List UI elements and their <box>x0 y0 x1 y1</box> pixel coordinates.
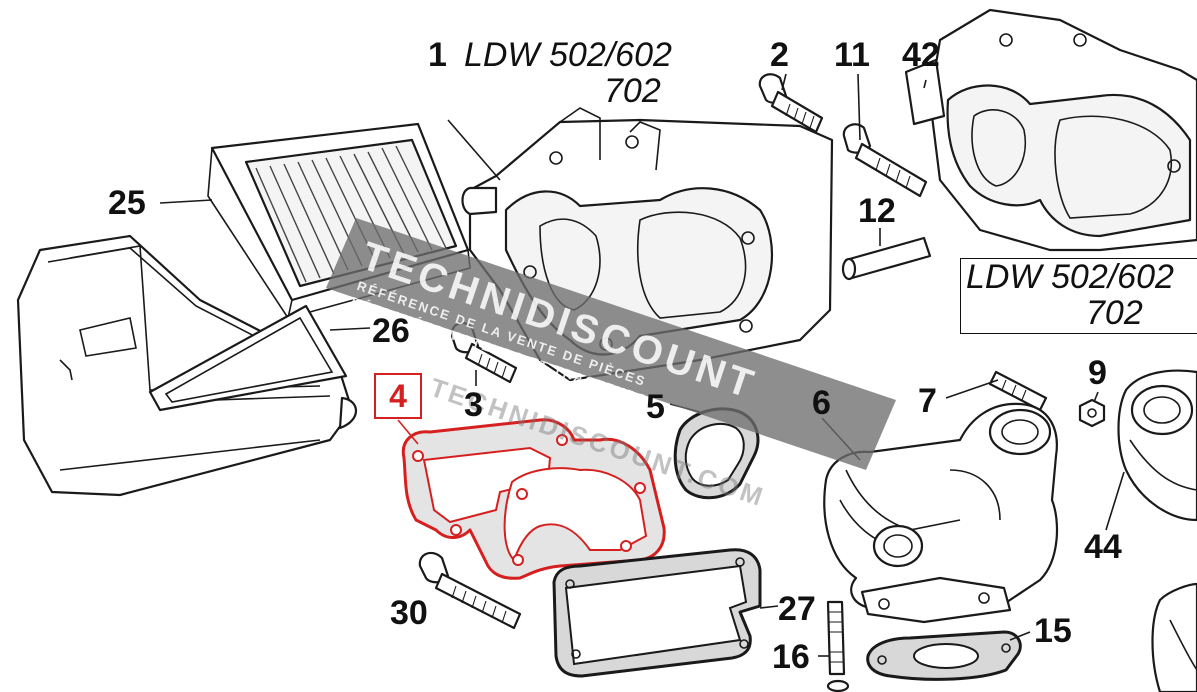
model-caption-box <box>960 258 1197 334</box>
callout-5: 5 <box>646 388 665 426</box>
callout-44: 44 <box>1084 528 1122 566</box>
model-caption-top-line2: 702 <box>604 72 661 110</box>
callout-9: 9 <box>1088 354 1107 392</box>
exhaust-manifold-variant <box>1117 369 1197 692</box>
watermark-band <box>326 218 896 470</box>
model-caption-box-line1: LDW 502/602 <box>966 258 1174 296</box>
exhaust-manifold <box>823 402 1059 624</box>
callout-7: 7 <box>918 382 937 420</box>
callout-6: 6 <box>812 384 831 422</box>
nut-9 <box>1078 398 1106 428</box>
callout-16: 16 <box>772 638 810 676</box>
bolt-2 <box>758 73 824 134</box>
callout-27: 27 <box>778 590 816 628</box>
callout-1: 1 <box>428 36 447 74</box>
callout-25: 25 <box>108 184 146 222</box>
callout-26: 26 <box>372 312 410 350</box>
callout-15: 15 <box>1034 612 1072 650</box>
stud-16 <box>826 600 850 692</box>
model-caption-box-line2: 702 <box>1086 294 1143 332</box>
bolt-30 <box>418 551 522 630</box>
gasket-27 <box>552 548 762 678</box>
intake-manifold-variant <box>904 8 1197 252</box>
gasket-5 <box>673 407 760 500</box>
callout-42: 42 <box>902 36 940 74</box>
callout-3: 3 <box>464 386 483 424</box>
callout-11: 11 <box>834 36 870 74</box>
bolt-11 <box>842 123 928 198</box>
gasket-4-highlighted <box>401 418 666 580</box>
gasket-15 <box>866 630 1022 681</box>
model-caption-top-line1: LDW 502/602 <box>464 36 672 74</box>
callout-2: 2 <box>770 36 789 74</box>
callout-12: 12 <box>858 192 896 230</box>
callout-4-highlighted: 4 <box>374 373 422 419</box>
filter-seal <box>148 304 348 412</box>
callout-30: 30 <box>390 594 428 632</box>
stud-12 <box>841 236 932 281</box>
